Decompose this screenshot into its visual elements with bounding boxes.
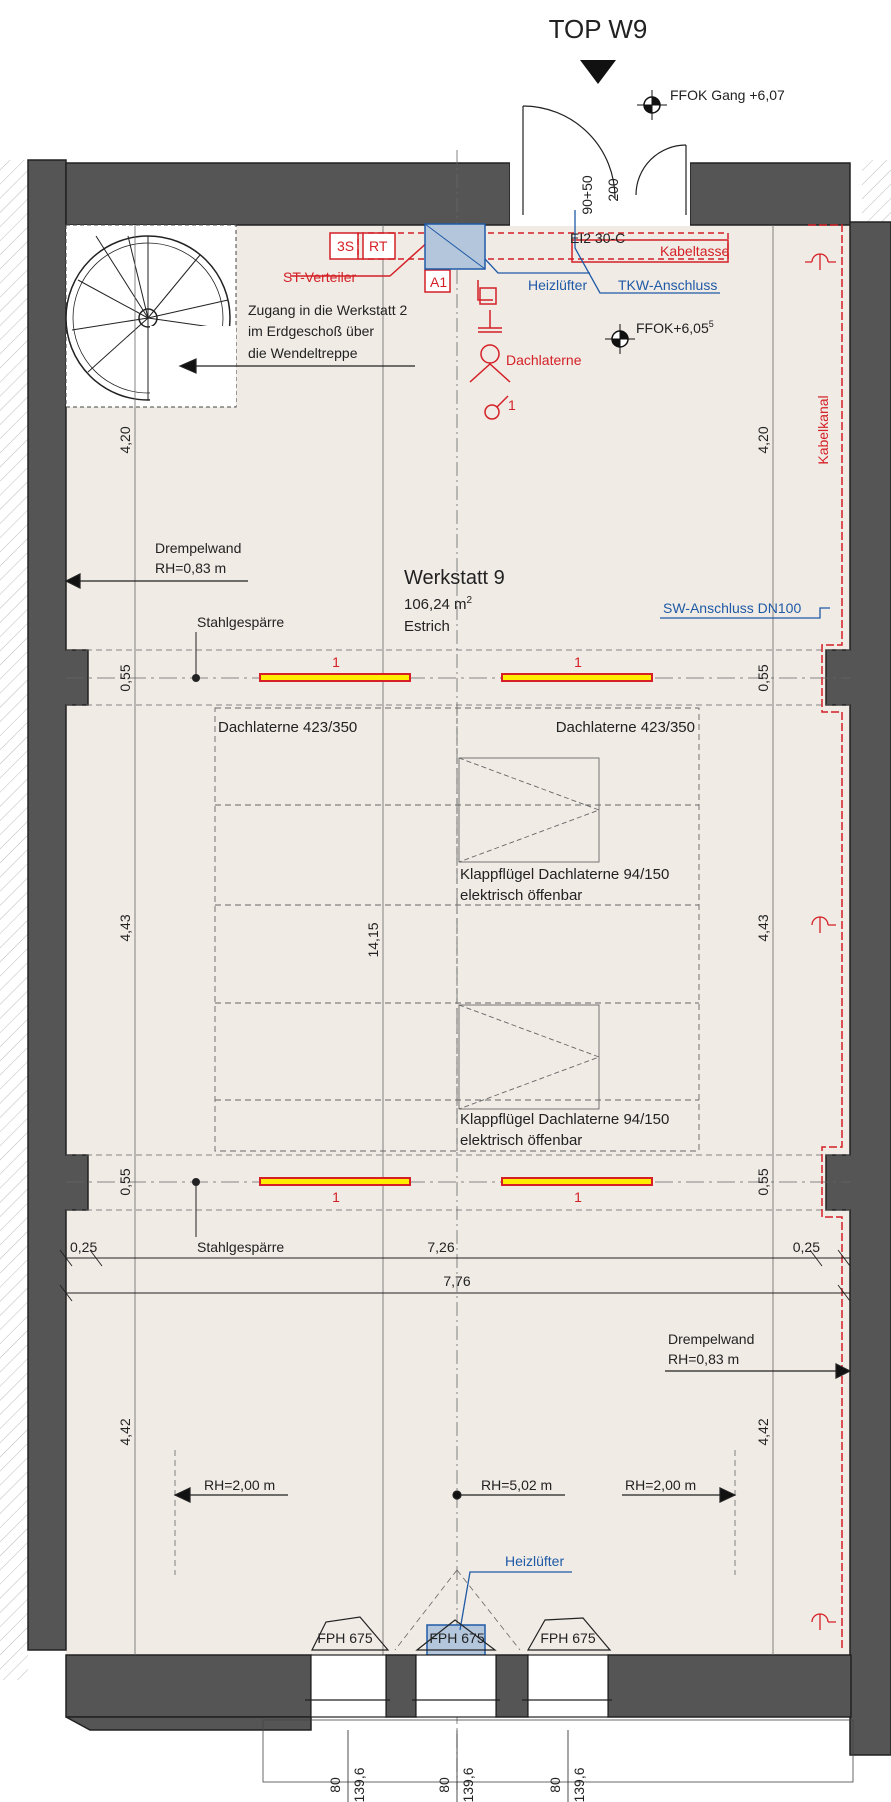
window-label-1: FPH 675 bbox=[317, 1630, 372, 1646]
dim-inner-width: 7,26 bbox=[427, 1239, 454, 1255]
dim-left-bottom: 4,42 bbox=[117, 1418, 133, 1445]
dim-right-rafter-top: 0,55 bbox=[755, 664, 771, 691]
beam-label-4: 1 bbox=[574, 1189, 582, 1205]
dim-total-width: 7,76 bbox=[443, 1273, 470, 1289]
rafter-label-top: Stahlgespärre bbox=[197, 614, 284, 630]
knee-wall-right-title: Drempelwand bbox=[668, 1331, 754, 1347]
annotation-arrows bbox=[64, 358, 852, 1503]
dim-wall-right: 0,25 bbox=[793, 1239, 820, 1255]
window-dim-lines bbox=[347, 1730, 569, 1802]
entry-arrow-icon bbox=[580, 60, 616, 84]
switch-number: 1 bbox=[508, 397, 516, 413]
flap-1-line2: elektrisch öffenbar bbox=[460, 887, 582, 904]
dim-right-top: 4,20 bbox=[755, 426, 771, 453]
wall-bottom-4 bbox=[607, 1654, 852, 1718]
beam-label-2: 1 bbox=[574, 654, 582, 670]
dim-left-top: 4,20 bbox=[117, 426, 133, 453]
window-width-1: 139,6 bbox=[351, 1767, 367, 1802]
walls bbox=[27, 159, 891, 1756]
level-room: FFOK+6,055 bbox=[636, 319, 714, 336]
spiral-staircase bbox=[65, 224, 237, 408]
skylight-label-right: Dachlaterne 423/350 bbox=[556, 719, 695, 736]
room-area-value: 106,24 m bbox=[404, 596, 467, 613]
window-label-3: FPH 675 bbox=[540, 1630, 595, 1646]
level-room-value: FFOK+6,05 bbox=[636, 320, 709, 336]
service-leaders bbox=[459, 210, 830, 1631]
dim-right-mid: 4,43 bbox=[755, 914, 771, 941]
wall-bottom-2 bbox=[385, 1654, 417, 1718]
dimension-lines bbox=[59, 1249, 851, 1302]
window-parapet-2: 80 bbox=[436, 1777, 452, 1793]
flap-2-line1: Klappflügel Dachlaterne 94/150 bbox=[460, 1111, 669, 1128]
window-outline bbox=[262, 1719, 854, 1783]
distributor-label: ST-Verteiler bbox=[283, 269, 356, 285]
room-name: Werkstatt 9 bbox=[404, 567, 505, 589]
level-corridor: FFOK Gang +6,07 bbox=[670, 87, 785, 103]
room-area: 106,24 m2 bbox=[404, 595, 473, 613]
access-note-3: die Wendeltreppe bbox=[248, 345, 358, 361]
window-label-2: FPH 675 bbox=[429, 1630, 484, 1646]
rh-center: RH=5,02 m bbox=[481, 1477, 552, 1493]
wall-top-right bbox=[689, 162, 851, 226]
window-parapet-3: 80 bbox=[547, 1777, 563, 1793]
sw-label: SW-Anschluss DN100 bbox=[663, 600, 801, 616]
level-room-sup: 5 bbox=[709, 319, 714, 329]
door-width-label: 90+50 bbox=[579, 175, 595, 215]
heater-top-icon bbox=[424, 223, 486, 270]
dim-wall-left: 0,25 bbox=[70, 1239, 97, 1255]
room-area-sup: 2 bbox=[467, 595, 473, 606]
cable-duct-label: Kabelkanal bbox=[815, 395, 831, 464]
steel-rafter-beams bbox=[259, 673, 653, 1186]
wall-sill-left bbox=[65, 1716, 312, 1731]
tag-a1: A1 bbox=[430, 274, 447, 290]
room-floor-finish: Estrich bbox=[404, 618, 450, 635]
tag-3s: 3S bbox=[337, 238, 354, 254]
access-note-2: im Erdgeschoß über bbox=[248, 323, 374, 339]
dim-left-mid: 4,43 bbox=[117, 914, 133, 941]
wall-bottom-1 bbox=[65, 1654, 312, 1718]
door-height-label: 200 bbox=[605, 178, 621, 202]
dim-right-rafter-bottom: 0,55 bbox=[755, 1168, 771, 1195]
rh-right: RH=2,00 m bbox=[625, 1477, 696, 1493]
heater-top-label: Heizlüfter bbox=[528, 277, 587, 293]
heater-bottom-label: Heizlüfter bbox=[505, 1553, 564, 1569]
rh-left: RH=2,00 m bbox=[204, 1477, 275, 1493]
room-floor bbox=[66, 225, 851, 1655]
dim-left-rafter-top: 0,55 bbox=[117, 664, 133, 691]
tkw-label: TKW-Anschluss bbox=[618, 277, 717, 293]
rafter-label-bottom: Stahlgespärre bbox=[197, 1239, 284, 1255]
exterior-hatch-left bbox=[0, 160, 28, 1680]
window-parapet-1: 80 bbox=[327, 1777, 343, 1793]
wall-top-left bbox=[65, 162, 511, 226]
knee-wall-left-height: RH=0,83 m bbox=[155, 560, 226, 576]
level-marker-corridor-icon bbox=[637, 90, 667, 120]
knee-wall-left-title: Drempelwand bbox=[155, 540, 241, 556]
dim-total-length: 14,15 bbox=[365, 922, 381, 957]
window-width-3: 139,6 bbox=[571, 1767, 587, 1802]
skylight bbox=[214, 707, 700, 1152]
flap-2-line2: elektrisch öffenbar bbox=[460, 1132, 582, 1149]
skylight-symbol-label: Dachlaterne bbox=[506, 352, 582, 368]
knee-wall-right-height: RH=0,83 m bbox=[668, 1351, 739, 1367]
unit-title: TOP W9 bbox=[549, 14, 648, 44]
flap-1-line1: Klappflügel Dachlaterne 94/150 bbox=[460, 866, 669, 883]
entrance-door[interactable] bbox=[510, 105, 690, 226]
electrical-layout bbox=[290, 224, 843, 1650]
skylight-label-left: Dachlaterne 423/350 bbox=[218, 719, 357, 736]
access-note-1: Zugang in die Werkstatt 2 bbox=[248, 302, 407, 318]
window-width-2: 139,6 bbox=[460, 1767, 476, 1802]
tag-rt: RT bbox=[369, 238, 388, 254]
dim-left-rafter-bottom: 0,55 bbox=[117, 1168, 133, 1195]
door-fire-rating: EI2 30-C bbox=[570, 230, 625, 246]
wall-bottom-3 bbox=[495, 1654, 529, 1718]
beam-label-1: 1 bbox=[332, 654, 340, 670]
beam-label-3: 1 bbox=[332, 1189, 340, 1205]
roof-windows bbox=[305, 1616, 612, 1718]
cable-tray-label: Kabeltasse bbox=[660, 243, 729, 259]
level-marker-room-icon bbox=[605, 324, 635, 354]
dim-right-bottom: 4,42 bbox=[755, 1418, 771, 1445]
grid-lines bbox=[66, 150, 850, 1790]
